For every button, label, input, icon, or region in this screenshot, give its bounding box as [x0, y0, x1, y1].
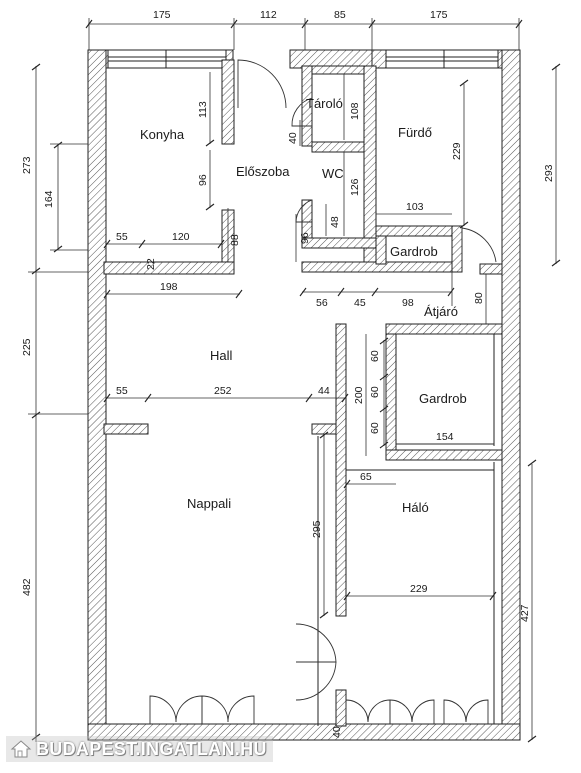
dim-hall-252: 252 — [214, 385, 232, 397]
dim-top-85: 85 — [334, 9, 346, 21]
dim-atjaro-98: 98 — [402, 297, 414, 309]
dim-konyha-88: 88 — [229, 234, 241, 246]
dim-top-175-left: 175 — [153, 9, 171, 21]
nappali-door-lower — [295, 661, 337, 701]
room-eloszoba: Előszoba — [236, 164, 290, 179]
exterior-walls — [87, 49, 521, 741]
dim-wc-48: 48 — [329, 216, 341, 228]
dim-gardrob-60-a: 60 — [369, 350, 381, 362]
dim-tarolo-108: 108 — [349, 102, 361, 120]
dim-hall-56: 56 — [316, 297, 328, 309]
dim-konyha-55: 55 — [116, 231, 128, 243]
interior-walls — [103, 59, 503, 727]
room-wc: WC — [322, 166, 344, 181]
dim-top-175-right: 175 — [430, 9, 448, 21]
dim-furdo-229: 229 — [451, 142, 463, 160]
dim-top-112: 112 — [260, 9, 277, 21]
dim-hall-55: 55 — [116, 385, 128, 397]
nappali-door-upper — [295, 623, 337, 663]
dim-konyha-120: 120 — [172, 231, 190, 243]
room-halo: Háló — [402, 500, 429, 515]
dim-bottom-40: 40 — [331, 726, 343, 738]
dim-atjaro-80: 80 — [473, 292, 485, 304]
top-windows — [107, 49, 499, 69]
dim-konyha-22: 22 — [145, 258, 157, 270]
room-gardrob-large: Gardrob — [419, 391, 467, 406]
dim-gardrob-60-b: 60 — [369, 386, 381, 398]
dim-furdo-103: 103 — [406, 201, 424, 213]
room-furdo: Fürdő — [398, 125, 432, 140]
dim-left-164: 164 — [43, 190, 55, 208]
doors — [149, 59, 497, 724]
dim-hall-44: 44 — [318, 385, 330, 397]
dim-hall-198: 198 — [160, 281, 178, 293]
furdo-door — [461, 227, 497, 270]
dimension-labels: 175 112 85 175 273 164 225 482 293 427 1… — [21, 9, 555, 738]
dim-left-482: 482 — [21, 578, 33, 596]
dim-right-293: 293 — [543, 164, 555, 182]
dim-konyha-96: 96 — [197, 174, 209, 186]
dim-gardrob-60-c: 60 — [369, 422, 381, 434]
house-icon — [10, 740, 32, 758]
dim-gardrob-200: 200 — [353, 386, 365, 404]
dim-tarolo-40: 40 — [287, 132, 299, 144]
room-tarolo: Tároló — [306, 96, 343, 111]
dim-left-273: 273 — [21, 156, 33, 174]
dim-gardrob-154: 154 — [436, 431, 454, 443]
watermark-text: BUDAPEST.INGATLAN.HU — [36, 738, 267, 759]
dim-hall-45: 45 — [354, 297, 366, 309]
dim-eloszoba-96: 96 — [299, 232, 311, 244]
dim-wc-126: 126 — [349, 178, 361, 196]
dim-left-225: 225 — [21, 338, 33, 356]
watermark: BUDAPEST.INGATLAN.HU — [6, 736, 273, 762]
dim-halo-229: 229 — [410, 583, 428, 595]
dim-nappali-295: 295 — [311, 520, 323, 538]
room-atjaro: Átjáró — [424, 304, 458, 319]
tarolo-door — [291, 97, 313, 127]
dim-konyha-113: 113 — [197, 101, 209, 118]
dim-right-427: 427 — [519, 604, 531, 622]
entrance-door — [237, 59, 287, 109]
room-konyha: Konyha — [140, 127, 185, 142]
room-nappali: Nappali — [187, 496, 231, 511]
room-hall: Hall — [210, 348, 233, 363]
room-gardrob-small: Gardrob — [390, 244, 438, 259]
dimension-lines — [28, 18, 561, 743]
room-labels: Konyha Előszoba Tároló WC Fürdő Gardrob … — [140, 96, 467, 515]
dim-halo-65: 65 — [360, 471, 372, 483]
